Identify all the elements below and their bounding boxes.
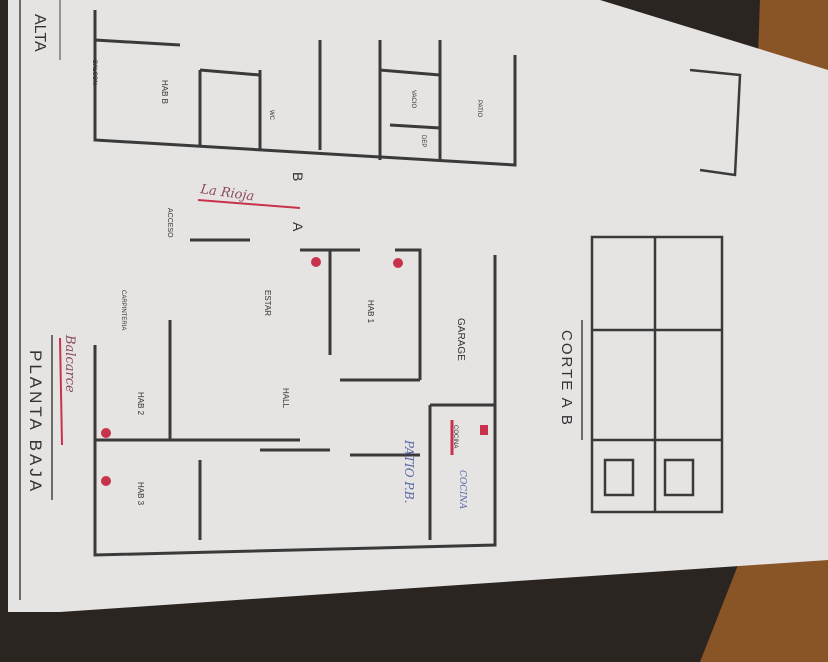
room-label-estar: ESTAR (263, 290, 272, 316)
room-label-cocina: COCINA (452, 425, 458, 448)
room-label-dep: DEP (420, 135, 426, 147)
room-label-hab-2: HAB 2 (136, 392, 145, 416)
room-label-balcon: BALCON (91, 60, 97, 85)
room-label-patio: PATIO (476, 100, 482, 117)
ground-floor-plan (93, 238, 497, 557)
street-underline-red (59, 337, 63, 446)
sheet-title: PLANTA BAJA (26, 350, 45, 494)
room-label-acceso: ACCESO (166, 208, 173, 238)
section-marker-b: B (290, 172, 306, 181)
room-label-hall: HALL (281, 388, 290, 409)
sheet-title-partial: ALTA (31, 14, 48, 52)
room-label-vacio: VACIO (410, 90, 416, 109)
section-title: CORTE A B (558, 330, 575, 427)
street-underline-red (197, 199, 301, 209)
section-drawing (590, 235, 724, 514)
room-label-hab-upper: HAB B (160, 80, 169, 104)
room-label-carpinteria: CARPINTERIA (120, 290, 126, 330)
room-label-hab-3: HAB 3 (136, 482, 145, 506)
room-label-wc: WC (268, 110, 274, 121)
room-label-garage: GARAGE (455, 318, 466, 361)
room-label-hab-1: HAB 1 (366, 300, 375, 324)
section-marker-a: A (290, 222, 306, 232)
handwritten-street-balcarce: Balcarce (62, 334, 77, 393)
upper-floor-plan (93, 10, 517, 167)
handwritten-patio-note: PATIO P.B. (402, 439, 416, 503)
vacio-outline (689, 68, 742, 177)
handwritten-cocina-note: COCINA (457, 470, 467, 510)
red-markers (101, 257, 488, 486)
paper-sheet (8, 0, 828, 612)
